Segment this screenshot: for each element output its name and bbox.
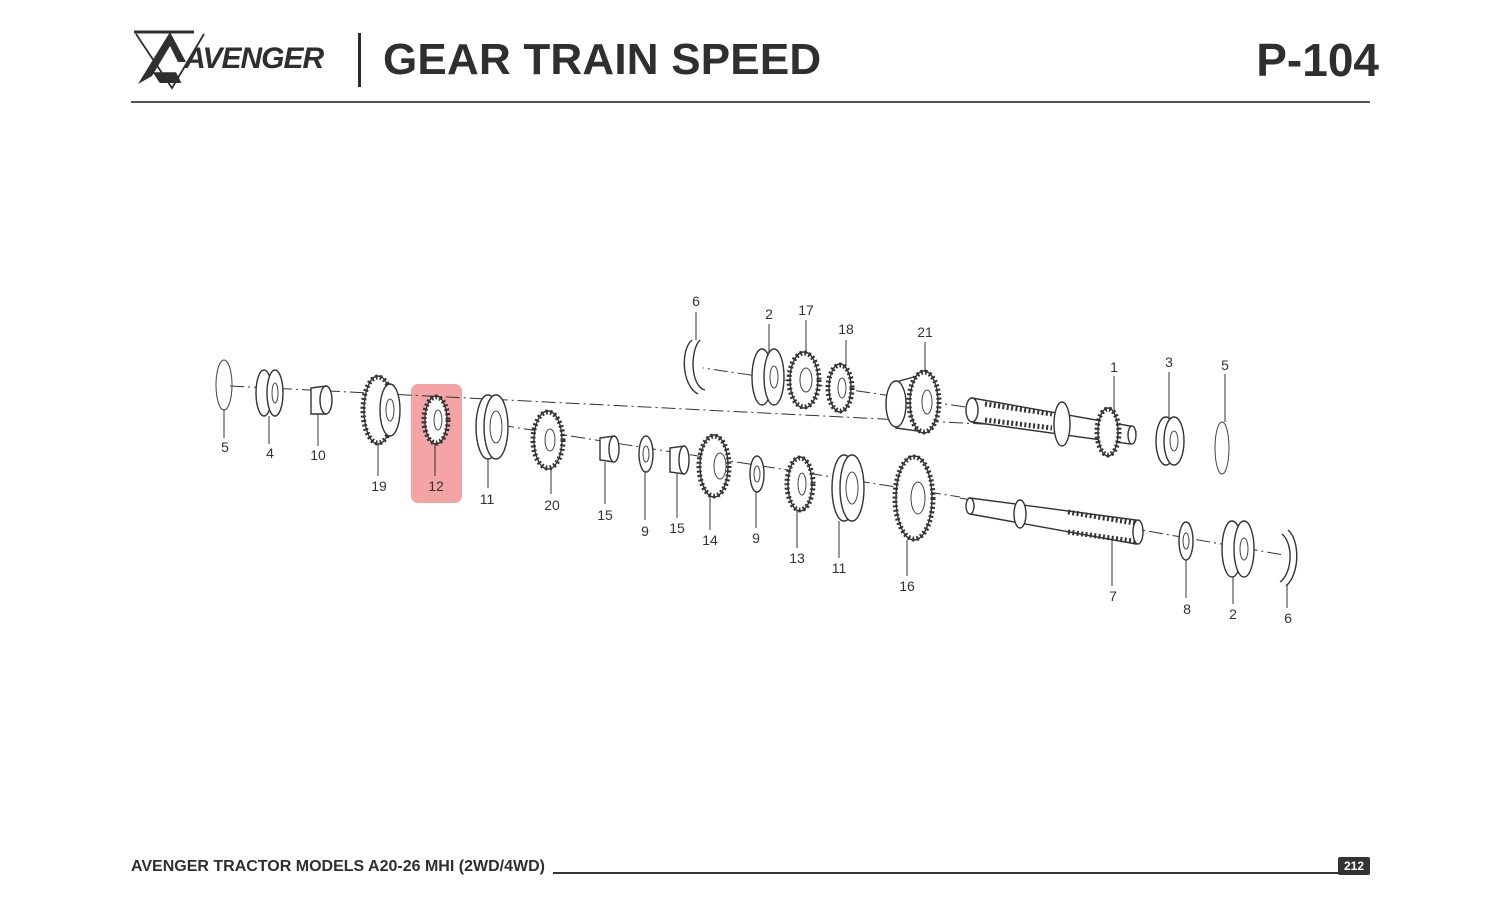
callout-11-left: 11 (480, 491, 495, 507)
callout-20: 20 (544, 497, 560, 513)
part-gear-17[interactable] (786, 350, 822, 410)
part-circlip-6-top[interactable] (683, 339, 706, 395)
callout-18: 18 (838, 321, 854, 337)
page-header: AVENGER GEAR TRAIN SPEED P-104 (131, 22, 1379, 104)
page-title: GEAR TRAIN SPEED (383, 35, 822, 84)
part-bearing-3[interactable] (1155, 416, 1185, 466)
avenger-logo: AVENGER (134, 26, 346, 92)
callout-5-right: 5 (1221, 357, 1229, 373)
logo-triangle-icon (134, 30, 205, 90)
title-divider (358, 33, 361, 87)
callout-6-bottom: 6 (1284, 610, 1292, 626)
part-shaft-1[interactable] (965, 397, 1137, 458)
callout-6-top: 6 (692, 293, 700, 309)
callout-4: 4 (266, 445, 274, 461)
footer-model-text: AVENGER TRACTOR MODELS A20-26 MHI (2WD/4… (131, 858, 545, 875)
part-shaft-7[interactable] (965, 497, 1144, 545)
part-gear-13[interactable] (784, 455, 816, 513)
callout-15-left: 15 (597, 507, 613, 523)
part-gear-18[interactable] (825, 362, 855, 414)
part-gear-16[interactable] (892, 454, 936, 542)
callout-17: 17 (798, 302, 814, 318)
callout-9-left: 9 (641, 523, 649, 539)
callout-10: 10 (310, 447, 326, 463)
callout-11-right: 11 (832, 560, 847, 576)
callout-8: 8 (1183, 601, 1191, 617)
callout-12: 12 (428, 478, 444, 494)
callout-7: 7 (1109, 588, 1117, 604)
callout-3: 3 (1165, 354, 1173, 370)
part-gear-19[interactable] (360, 374, 401, 446)
callout-15-right: 15 (669, 520, 685, 536)
header-rule (131, 101, 1370, 103)
callout-19: 19 (371, 478, 387, 494)
callout-1: 1 (1110, 359, 1118, 375)
part-bearing-2-top[interactable] (751, 348, 785, 406)
part-bushing-15-left[interactable] (599, 435, 620, 463)
part-gear-21[interactable] (885, 369, 942, 435)
callout-5-left: 5 (221, 439, 229, 455)
callout-2-top: 2 (765, 306, 773, 322)
part-gear-12[interactable] (421, 394, 451, 446)
callout-14: 14 (702, 532, 718, 548)
page-number-badge: 212 (1338, 857, 1370, 875)
part-gear-20[interactable] (530, 409, 566, 471)
part-washer-8[interactable] (1178, 521, 1194, 561)
part-washer-9-right[interactable] (749, 455, 765, 493)
part-bushing-10[interactable] (310, 385, 333, 415)
callout-16: 16 (899, 578, 915, 594)
leader-lines (223, 312, 1288, 608)
part-synchro-11-right[interactable] (831, 454, 865, 522)
middle-axis (499, 424, 961, 498)
callout-2-bottom: 2 (1229, 606, 1237, 622)
footer-rule (553, 872, 1340, 874)
part-circlip-6-bottom[interactable] (1279, 529, 1298, 587)
page-code: P-104 (1256, 34, 1379, 86)
part-washer-9-left[interactable] (638, 435, 654, 473)
part-bearing-4[interactable] (255, 369, 284, 417)
callout-13: 13 (789, 550, 805, 566)
callout-9-right: 9 (752, 530, 760, 546)
part-bearing-2-bottom[interactable] (1221, 520, 1255, 578)
part-gear-14[interactable] (696, 433, 732, 499)
part-circlip-5-right[interactable] (1214, 421, 1230, 475)
part-bushing-15-right[interactable] (669, 445, 690, 475)
part-circlip-5-left[interactable] (215, 359, 233, 411)
part-synchro-11-left[interactable] (475, 394, 509, 460)
callout-21: 21 (917, 324, 933, 340)
logo-wordmark: AVENGER (183, 42, 324, 75)
callout-labels: 6 2 17 18 21 1 3 5 5 4 10 19 12 11 20 15… (221, 293, 1292, 626)
